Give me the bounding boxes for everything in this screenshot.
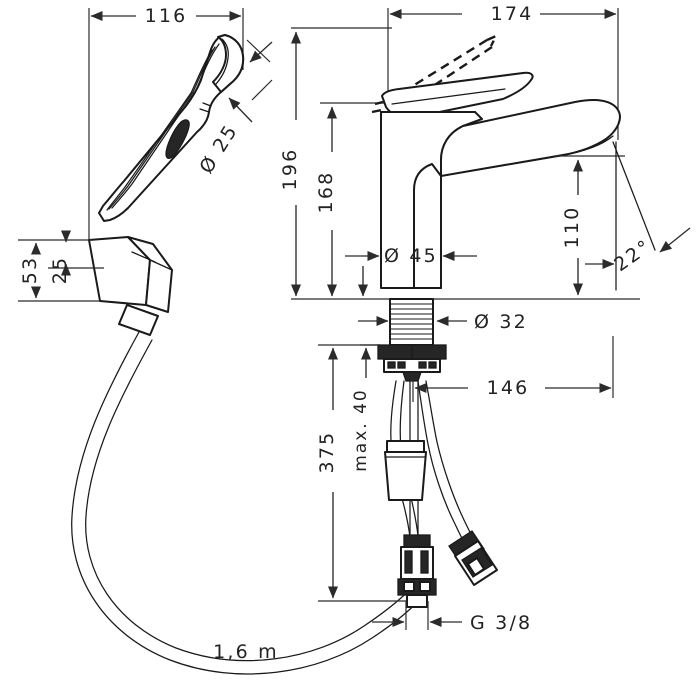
dimension-g38: G 3/8 — [372, 601, 532, 634]
dim-label-196: 196 — [279, 148, 301, 191]
dimension-25: 25 — [49, 230, 71, 285]
wall-holder-bracket — [88, 236, 173, 336]
nut-teeth — [387, 361, 437, 369]
dimension-168: 168 — [315, 106, 337, 297]
dim-label-146: 146 — [487, 377, 530, 399]
threaded-shank — [389, 298, 434, 346]
dimension-53-25-extension-lines — [18, 239, 104, 302]
dimension-dia32: Ø 32 — [358, 311, 528, 333]
dim-label-max40: max. 40 — [351, 388, 371, 471]
dim-label-hose-length: 1,6 m — [213, 641, 279, 663]
thread-hatching — [390, 303, 433, 340]
dim-label-110: 110 — [561, 206, 583, 249]
dim-label-dia32: Ø 32 — [474, 311, 528, 333]
connector-left — [397, 534, 437, 608]
dim-label-g38: G 3/8 — [470, 612, 532, 634]
dim-label-168: 168 — [315, 171, 337, 214]
dim-label-174: 174 — [491, 3, 534, 25]
dimension-53: 53 — [19, 242, 41, 299]
bidette-hand-shower — [98, 34, 245, 222]
dim-label-dia25: Ø 25 — [195, 120, 242, 177]
fixing-nut — [377, 344, 447, 382]
dim-label-22deg: 22° — [610, 235, 656, 276]
shower-hose — [71, 331, 429, 675]
dimension-22-degrees: 22° — [585, 141, 691, 291]
dim-label-25: 25 — [49, 256, 71, 285]
dimension-dia45: Ø 45 — [345, 245, 477, 267]
dimension-375: 375 — [316, 344, 420, 602]
dimension-116: 116 — [90, 5, 242, 27]
dim-label-53: 53 — [19, 256, 41, 285]
dimension-174: 174 — [389, 3, 617, 25]
dimension-max40: max. 40 — [351, 344, 380, 472]
dim-label-dia45: Ø 45 — [384, 245, 438, 267]
dimension-196: 196 — [279, 31, 301, 297]
dimension-146: 146 — [412, 336, 614, 402]
single-lever-mixer — [380, 71, 621, 289]
dim-label-116: 116 — [145, 5, 188, 27]
dimension-110: 110 — [554, 155, 625, 296]
dim-label-375: 375 — [316, 431, 338, 474]
connector-right — [448, 530, 498, 586]
